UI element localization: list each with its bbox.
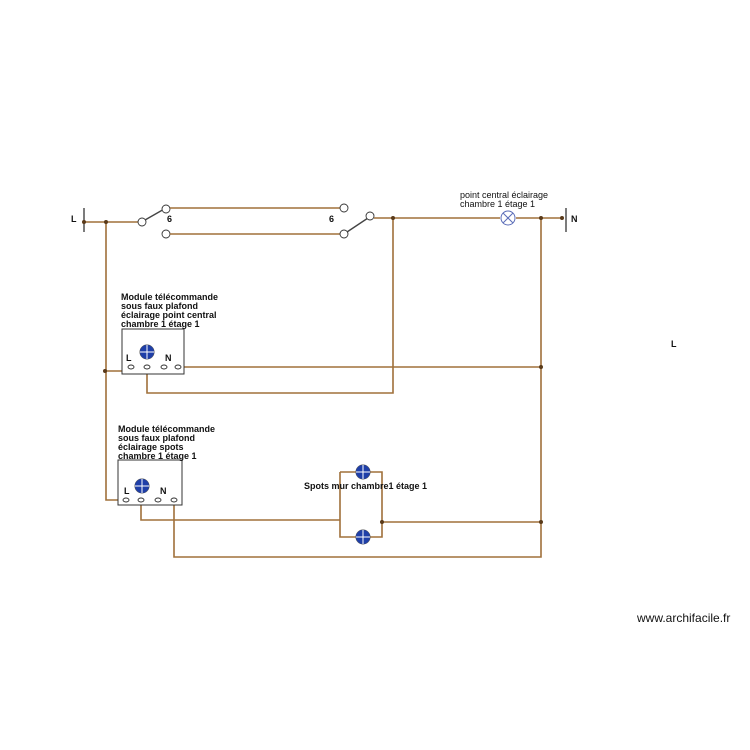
junction-node <box>560 216 564 220</box>
switch2-contact-bottom <box>339 229 349 239</box>
junction-node <box>539 216 543 220</box>
light-point-label-line1: point central éclairage <box>460 190 548 200</box>
spot-lamp-icon <box>355 529 371 545</box>
module2-label-line3: éclairage spots <box>118 442 184 452</box>
spot-lamp-icon <box>355 464 371 480</box>
stray-phase-label: L <box>671 339 677 349</box>
switch1-contact-bottom <box>161 229 171 239</box>
junction-node <box>104 220 108 224</box>
module2-label-line2: sous faux plafond <box>118 433 195 443</box>
module2-N-label: N <box>160 486 167 496</box>
switch1-number: 6 <box>167 214 172 224</box>
spots-label: Spots mur chambre1 étage 1 <box>304 481 427 491</box>
module2-terminal <box>137 497 145 503</box>
module2-label-line4: chambre 1 étage 1 <box>118 451 197 461</box>
module1-terminal <box>143 364 151 370</box>
neutral-label: N <box>571 214 578 224</box>
junction-node <box>380 520 384 524</box>
junction-node <box>391 216 395 220</box>
module2-terminal <box>170 497 178 503</box>
module1-label-line3: éclairage point central <box>121 310 217 320</box>
module1-terminal <box>160 364 168 370</box>
module1-L-label: L <box>126 353 132 363</box>
module1-label-line4: chambre 1 étage 1 <box>121 319 200 329</box>
wire-module2-to-spots <box>140 502 340 521</box>
module2-lamp-icon <box>134 478 150 494</box>
junction-node <box>103 369 107 373</box>
junction-node <box>539 520 543 524</box>
phase-label: L <box>71 214 77 224</box>
module1-terminal <box>127 364 135 370</box>
switch2-contact-top <box>339 203 349 213</box>
light-point-label-line2: chambre 1 étage 1 <box>460 199 535 209</box>
module2-box <box>117 459 183 506</box>
switch1-pivot <box>137 217 147 227</box>
module1-label-line1: Module télécommande <box>121 292 218 302</box>
junction-node <box>82 220 86 224</box>
module1-N-label: N <box>165 353 172 363</box>
module2-terminal <box>154 497 162 503</box>
module1-terminal <box>174 364 182 370</box>
credit-text: www.archifacile.fr <box>636 611 730 625</box>
central-light-lamp-icon <box>500 210 516 226</box>
module2-L-label: L <box>124 486 130 496</box>
wire-switch2-return-to-module1 <box>146 218 394 394</box>
module2-label-line1: Module télécommande <box>118 424 215 434</box>
switch2-lever <box>346 217 369 233</box>
switch2-number: 6 <box>329 214 334 224</box>
wire-neutral-vertical-bus <box>173 218 542 558</box>
wire-phase-vertical-bus <box>105 222 122 501</box>
module1-lamp-icon <box>139 344 155 360</box>
module2-terminal <box>122 497 130 503</box>
junction-node <box>539 365 543 369</box>
switch2-pivot <box>365 211 375 221</box>
switch1-contact-top <box>161 204 171 214</box>
module1-label-line2: sous faux plafond <box>121 301 198 311</box>
wire-spots-parallel <box>339 471 383 538</box>
